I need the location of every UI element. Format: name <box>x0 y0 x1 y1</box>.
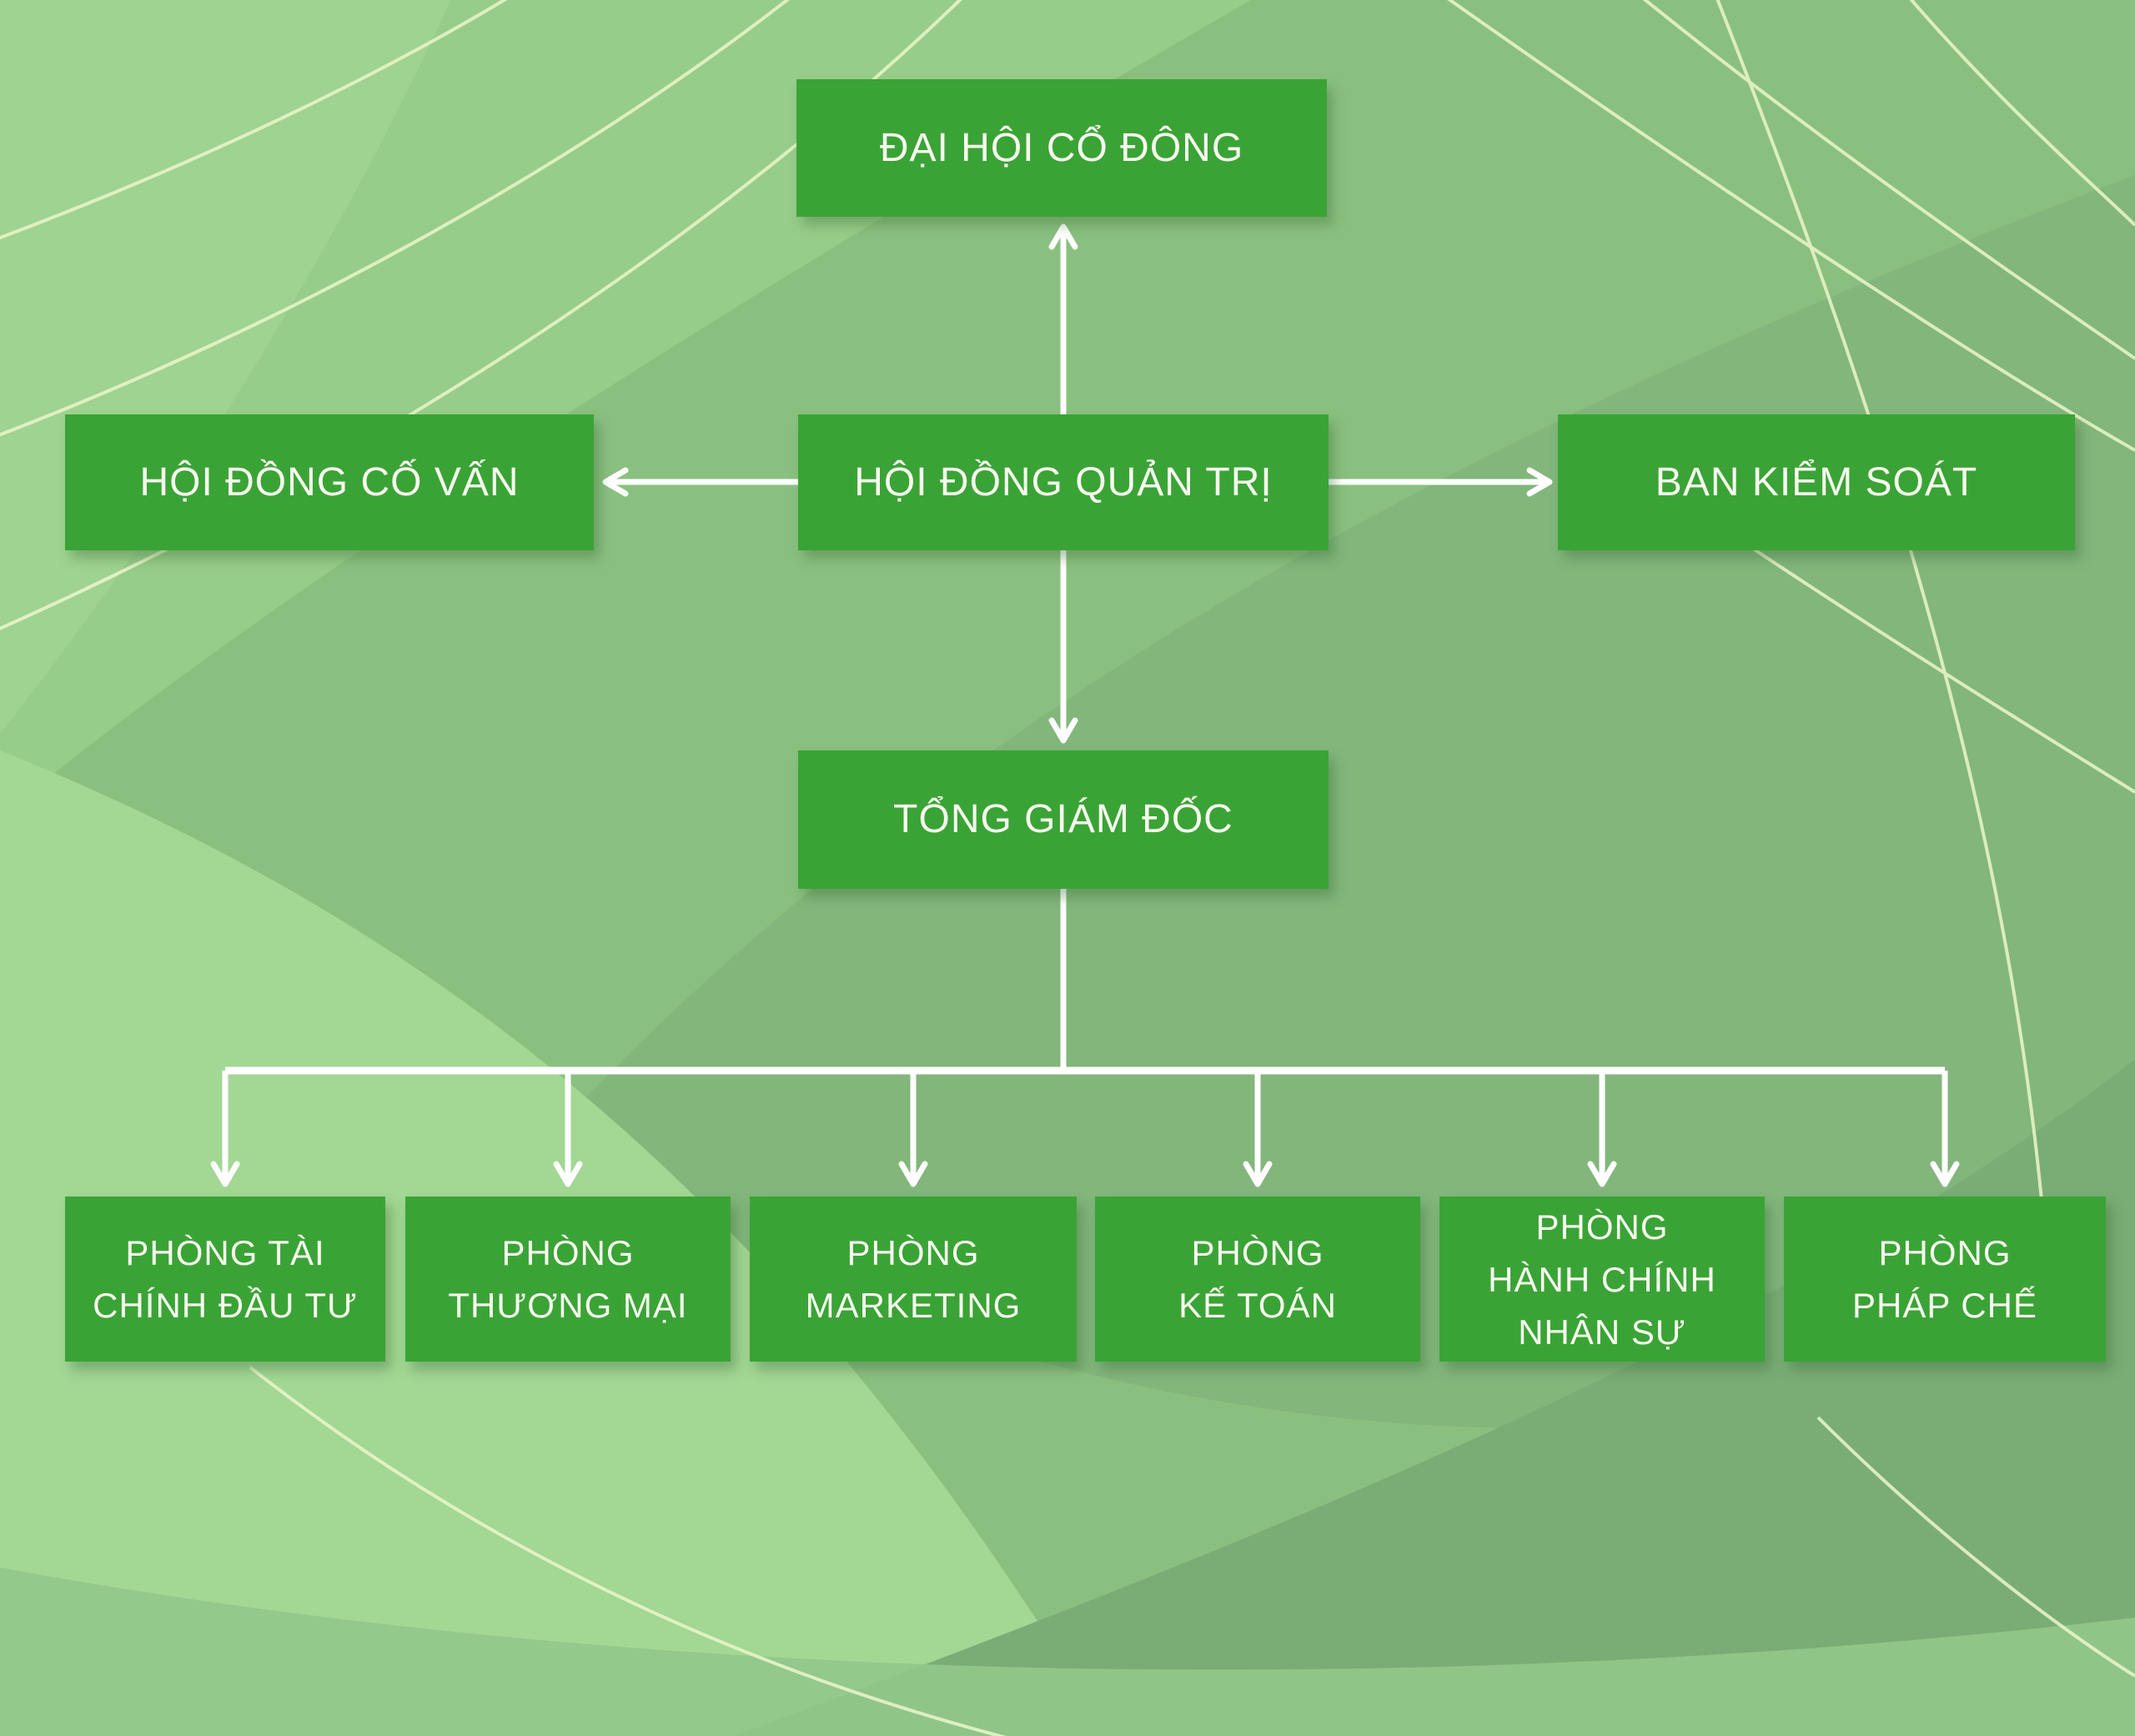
node-phong-marketing: PHÒNG MARKETING <box>750 1197 1077 1362</box>
node-dai-hoi-co-dong: ĐẠI HỘI CỔ ĐÔNG <box>796 79 1327 217</box>
node-tong-giam-doc: TỔNG GIÁM ĐỐC <box>798 750 1329 889</box>
node-hoi-dong-quan-tri: HỘI ĐỒNG QUẢN TRỊ <box>798 414 1329 550</box>
node-ban-kiem-soat: BAN KIỂM SOÁT <box>1558 414 2075 550</box>
node-phong-thuong-mai: PHÒNG THƯƠNG MẠI <box>405 1197 731 1362</box>
node-phong-ke-toan: PHÒNG KẾ TOÁN <box>1095 1197 1420 1362</box>
node-hoi-dong-co-van: HỘI ĐỒNG CỐ VẤN <box>65 414 594 550</box>
node-phong-tai-chinh-dau-tu: PHÒNG TÀI CHÍNH ĐẦU TƯ <box>65 1197 385 1362</box>
node-phong-phap-che: PHÒNG PHÁP CHẾ <box>1784 1197 2106 1362</box>
node-phong-hanh-chinh-nhan-su: PHÒNG HÀNH CHÍNH NHÂN SỰ <box>1439 1197 1765 1362</box>
